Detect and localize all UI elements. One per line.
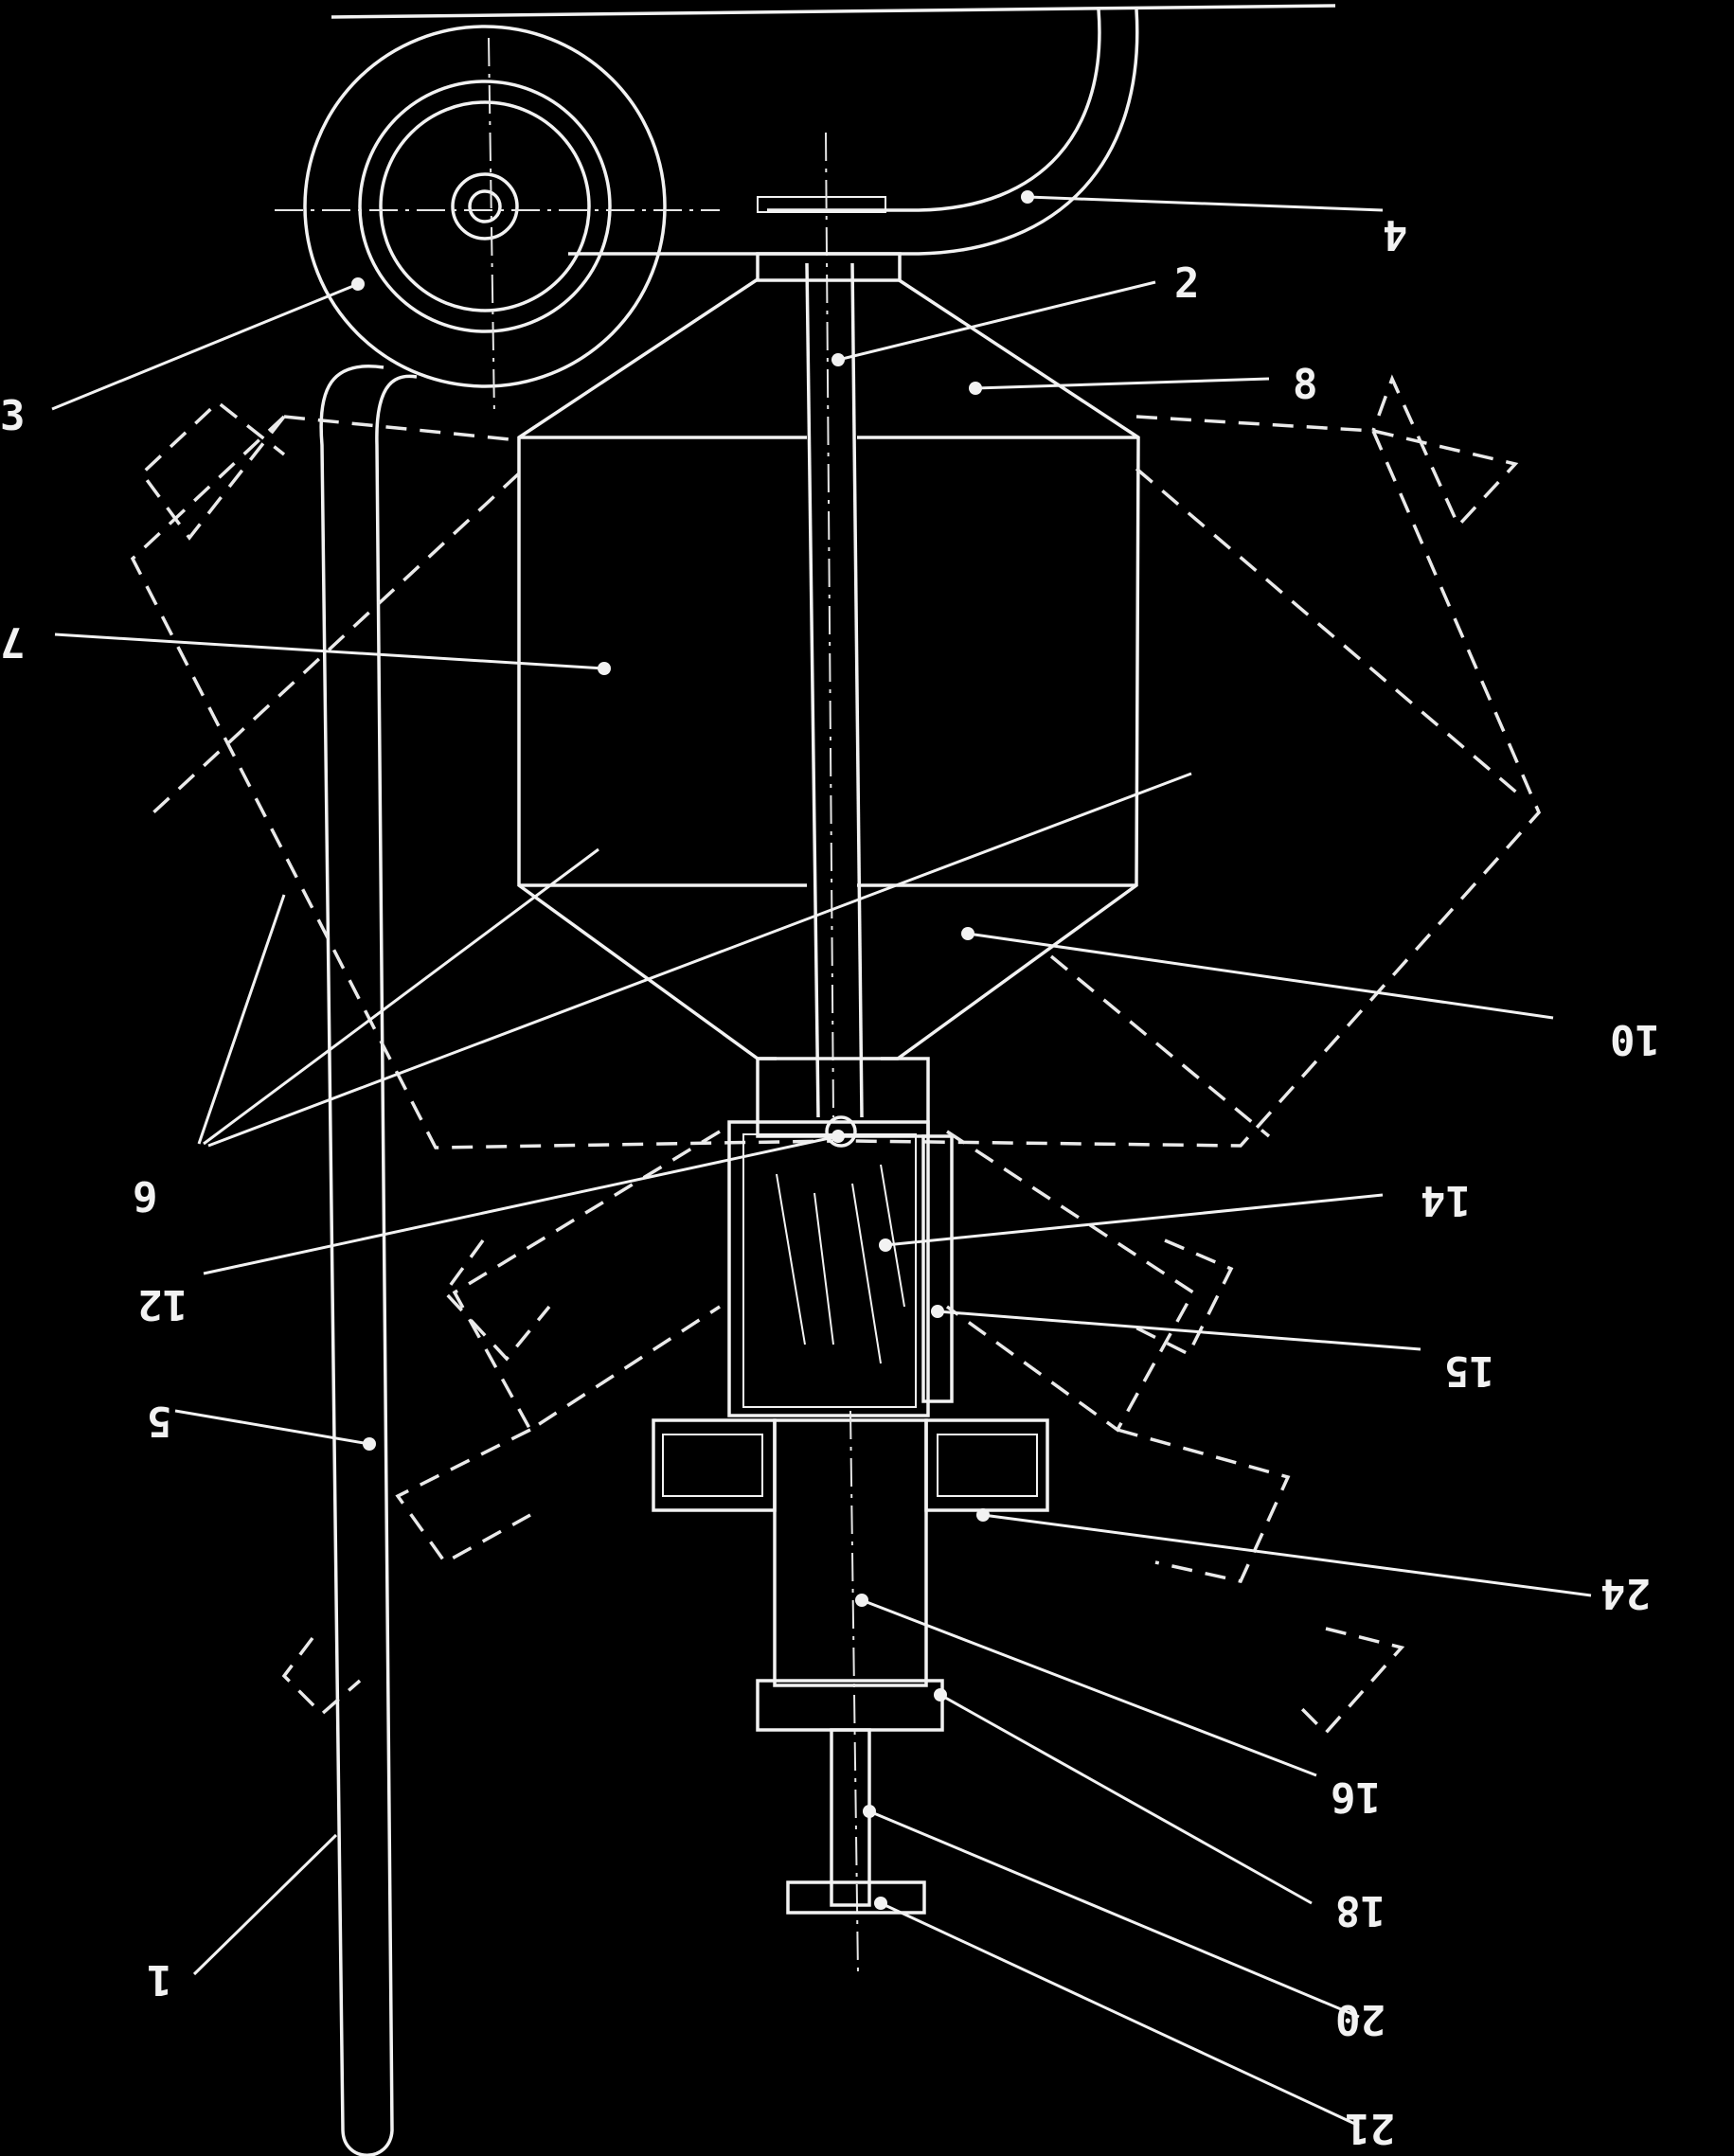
tilted-hopper-outline (130, 374, 1542, 1149)
side-clamps (281, 1130, 1405, 1736)
label-15: 15 (1444, 1346, 1494, 1395)
label-1: 1 (147, 1955, 172, 2004)
label-4: 4 (1383, 210, 1408, 258)
label-5: 5 (147, 1397, 172, 1445)
label-8: 8 (1293, 361, 1318, 409)
swing-pipe (319, 365, 418, 2156)
label-6: 6 (133, 1171, 158, 1220)
dosing-chamber (727, 1115, 954, 1417)
hook-plate (757, 196, 886, 213)
label-18: 18 (1335, 1886, 1385, 1934)
label-3: 3 (0, 392, 26, 440)
label-10: 10 (1610, 1015, 1660, 1063)
label-14: 14 (1421, 1176, 1471, 1224)
label-12: 12 (137, 1280, 188, 1328)
label-21: 21 (1345, 2104, 1395, 2152)
top-rail (331, 4, 1336, 19)
leader-lines (51, 190, 1592, 2128)
label-16: 16 (1331, 1773, 1381, 1821)
pulley-wheel (275, 25, 720, 418)
central-rod (756, 132, 902, 1118)
ram-assembly (652, 1410, 1049, 1975)
label-7: 7 (0, 617, 26, 666)
label-2: 2 (1174, 259, 1200, 308)
label-20: 20 (1335, 1995, 1385, 2043)
hook-pipe (568, 9, 1139, 256)
label-24: 24 (1600, 1569, 1651, 1617)
